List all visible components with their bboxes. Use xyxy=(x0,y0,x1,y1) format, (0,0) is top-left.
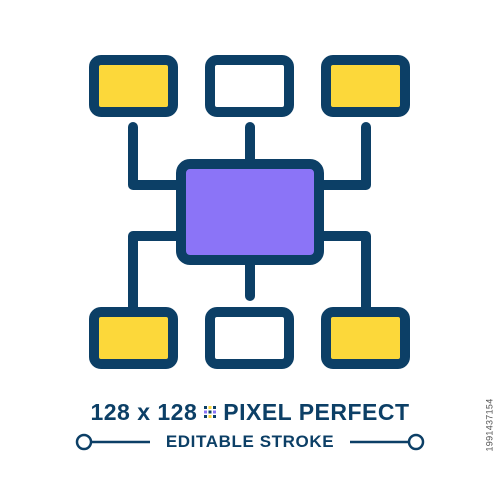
connector-top-right xyxy=(314,122,371,190)
pixel-grid-icon xyxy=(204,406,217,418)
pixel-perfect-caption: 128 x 128 PIXEL PERFECT xyxy=(0,391,500,433)
node-top-right xyxy=(321,55,410,117)
size-label: 128 x 128 xyxy=(90,398,198,425)
connector-bottom-left xyxy=(128,231,186,317)
node-top-center xyxy=(205,55,294,117)
connector-top-left xyxy=(128,122,186,190)
stroke-handle-left xyxy=(75,433,93,451)
stroke-line-decoration xyxy=(75,433,425,451)
editable-stroke-label: EDITABLE STROKE xyxy=(165,432,335,451)
node-top-left xyxy=(89,55,178,117)
node-bottom-left xyxy=(89,307,178,369)
node-bottom-center xyxy=(205,307,294,369)
connector-bottom-right xyxy=(314,231,371,317)
editable-stroke-row: EDITABLE STROKE xyxy=(0,427,500,457)
node-bottom-right xyxy=(321,307,410,369)
stock-id-label: 1991437154 xyxy=(484,398,495,452)
node-center xyxy=(176,159,324,265)
pixel-perfect-label: PIXEL PERFECT xyxy=(223,398,410,425)
stroke-handle-right xyxy=(407,433,425,451)
